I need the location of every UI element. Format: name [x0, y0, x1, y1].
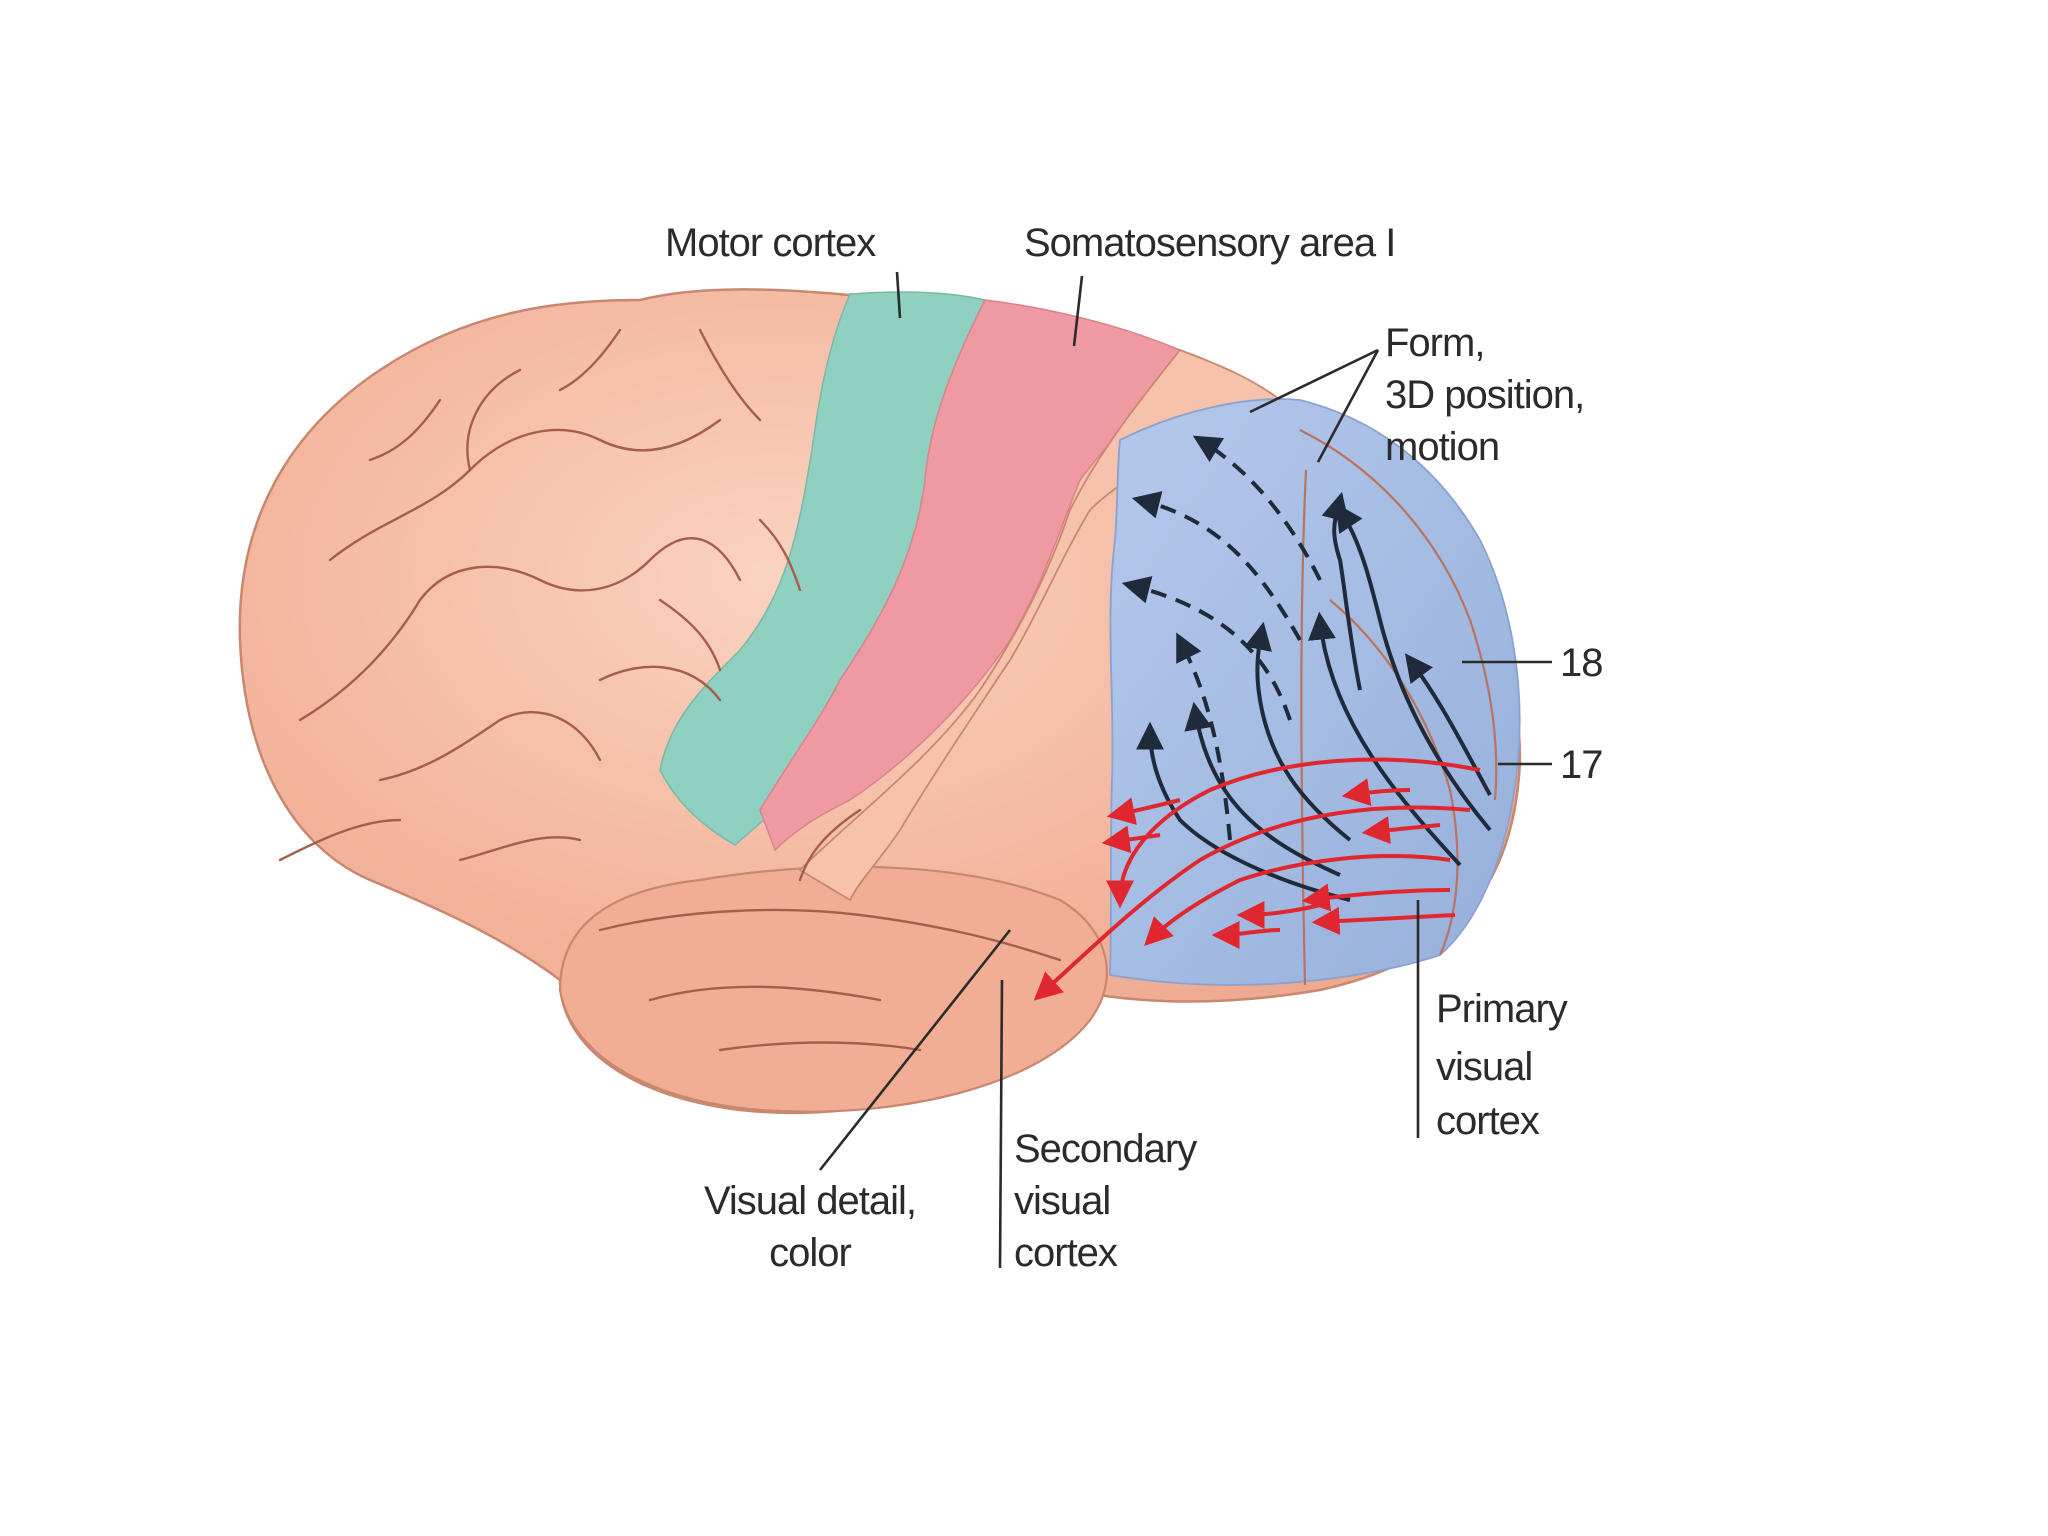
label-form-line2: 3D position, — [1385, 373, 1584, 417]
label-area-18: 18 — [1560, 641, 1603, 685]
ventral-pathway-arrows — [1033, 757, 1481, 1001]
label-primary-line3: cortex — [1436, 1099, 1540, 1143]
label-primary-line1: Primary — [1436, 987, 1568, 1031]
label-form-line3: motion — [1385, 425, 1499, 469]
dorsal-dashed-arrows — [1121, 435, 1322, 841]
label-form-line1: Form, — [1385, 321, 1484, 365]
label-visual-detail-line1: Visual detail, — [704, 1179, 916, 1223]
dorsal-pathway-arrows — [1136, 491, 1492, 902]
label-secondary-line2: visual — [1014, 1179, 1110, 1223]
area-boundary-18 — [1299, 429, 1498, 801]
temporal-lobe — [558, 865, 1108, 1113]
label-visual-detail-line2: color — [769, 1231, 851, 1275]
label-secondary-line1: Secondary — [1014, 1127, 1197, 1171]
label-area-17: 17 — [1560, 743, 1603, 787]
label-somatosensory-area: Somatosensory area I — [1024, 221, 1395, 265]
visual-cortex-region — [1109, 398, 1521, 986]
label-primary-line2: visual — [1436, 1045, 1532, 1089]
label-motor-cortex: Motor cortex — [665, 221, 876, 265]
label-secondary-line3: cortex — [1014, 1231, 1118, 1275]
frontal-sulci — [278, 328, 802, 862]
leader-lines — [818, 271, 1552, 1269]
area-boundary-17 — [1329, 599, 1459, 956]
